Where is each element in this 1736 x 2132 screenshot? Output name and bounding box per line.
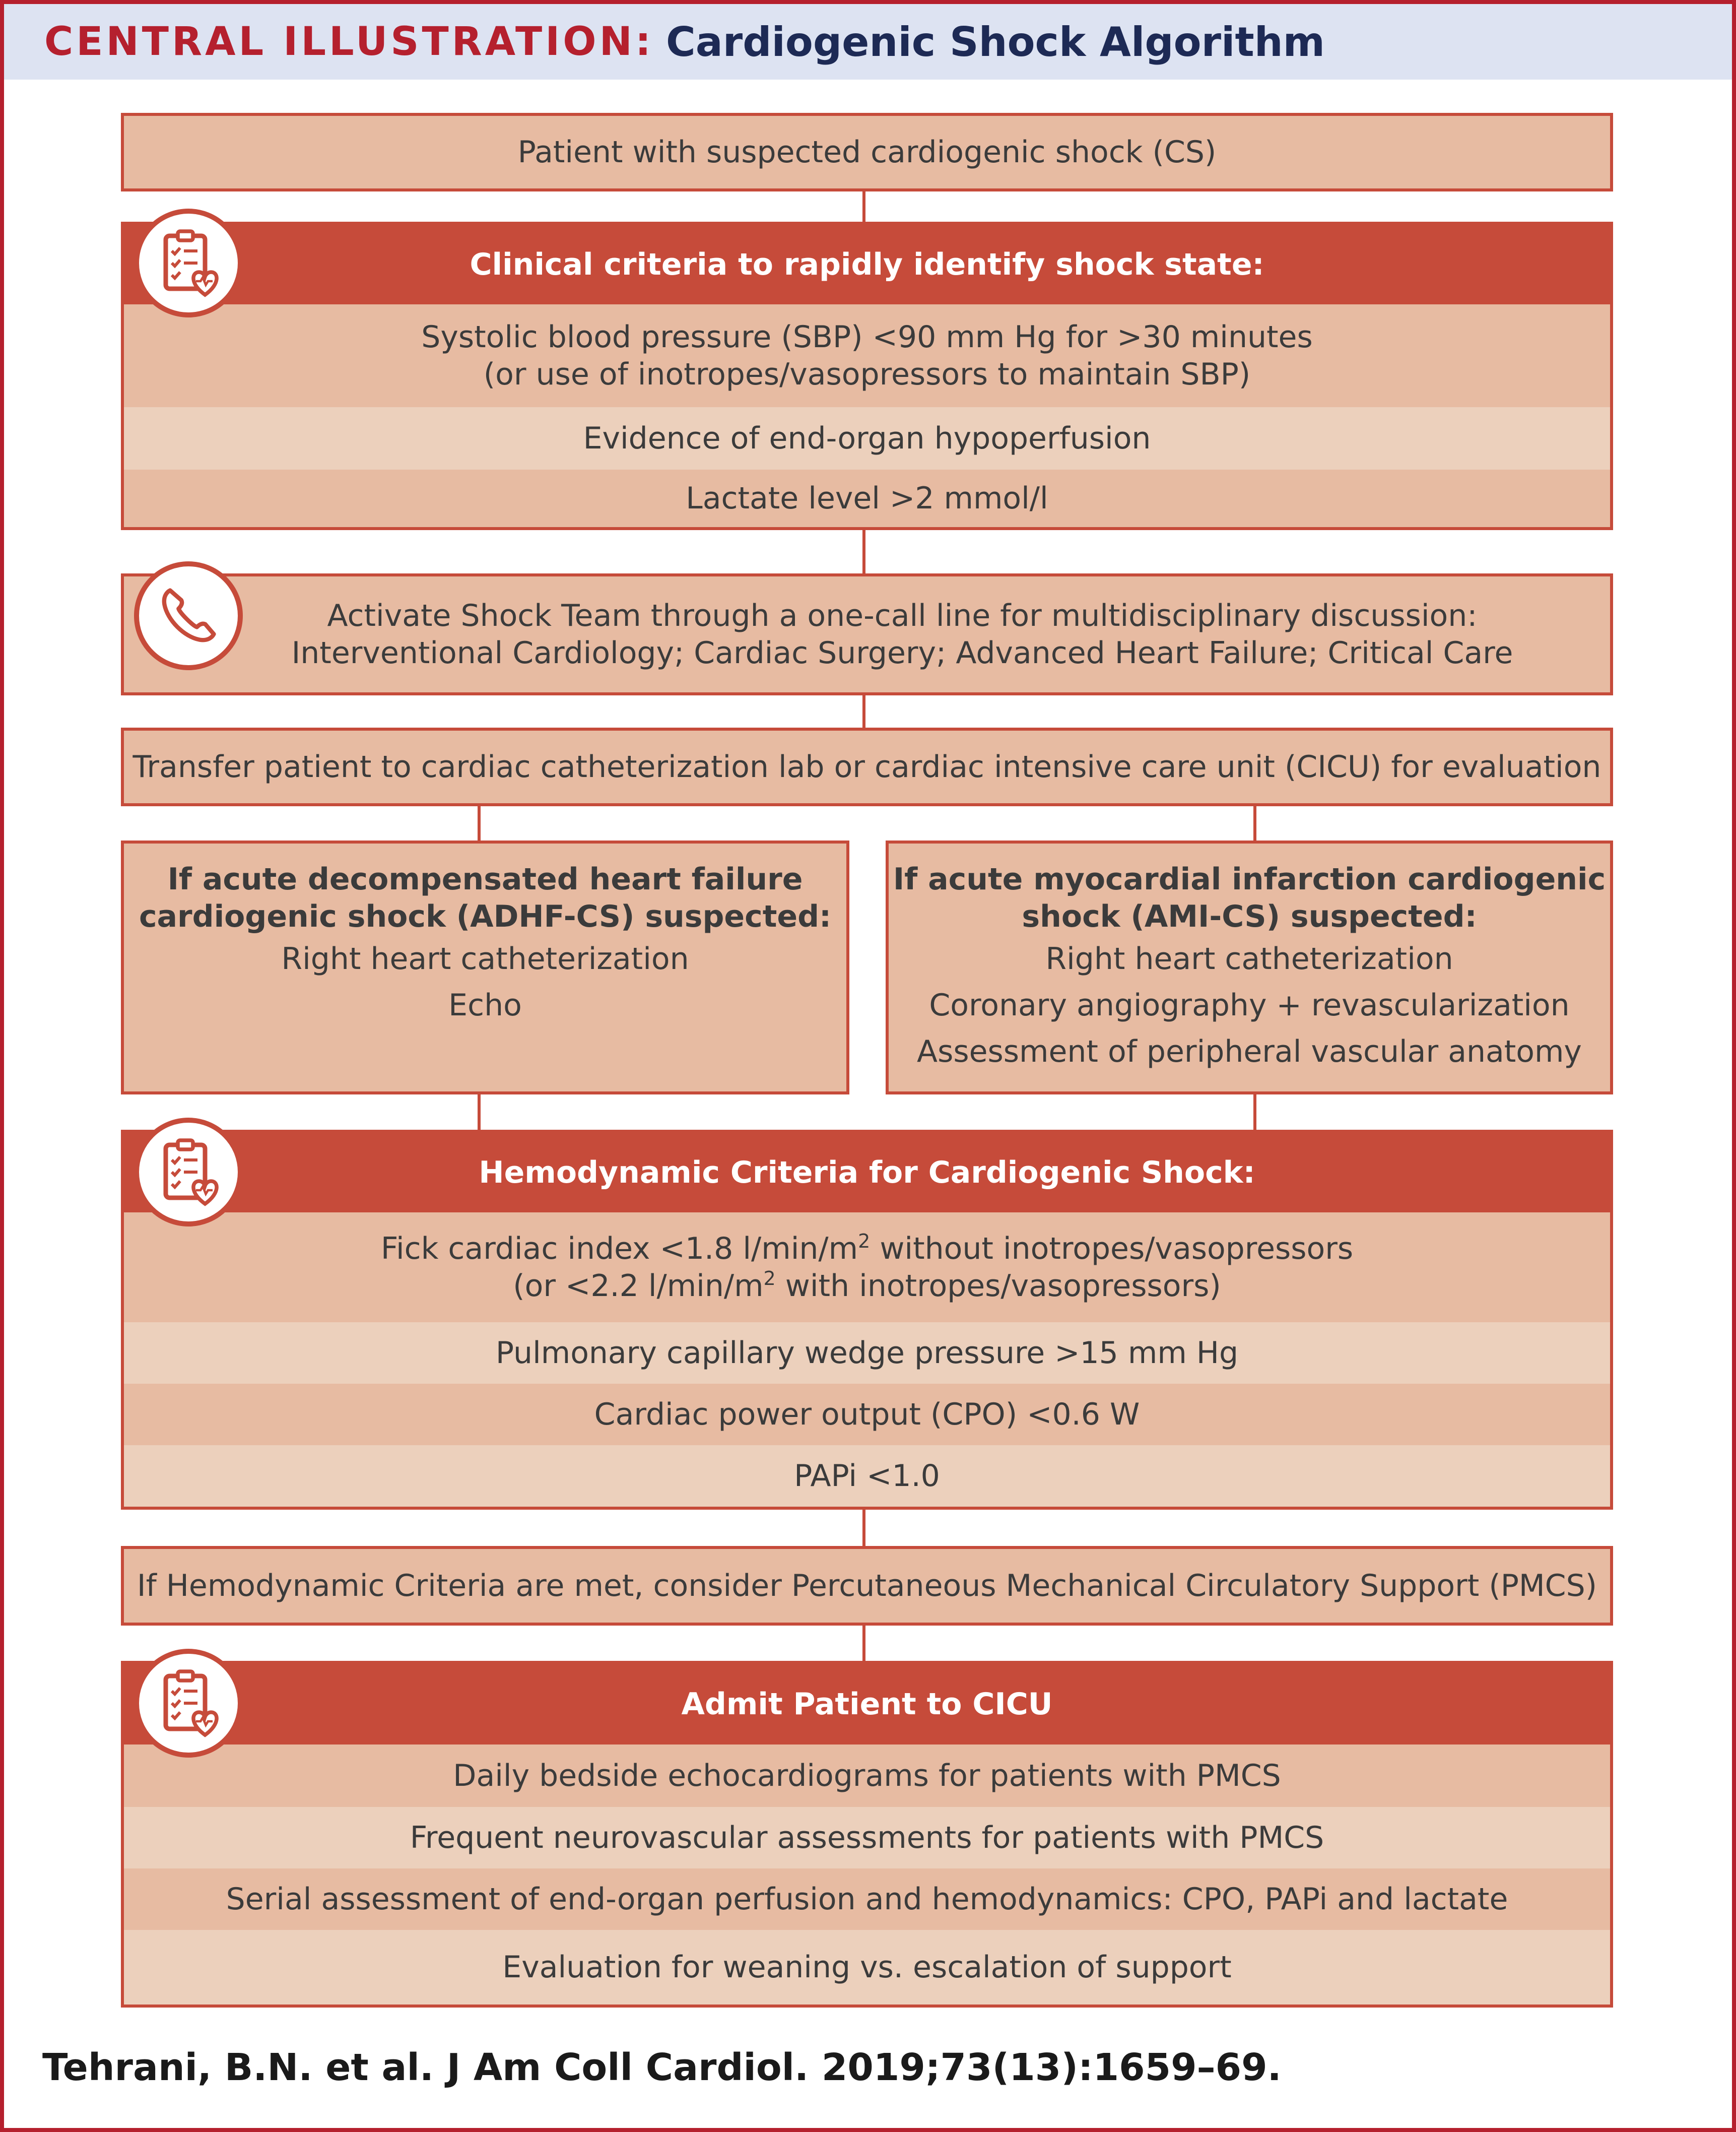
- hemodynamic-badge: [134, 1118, 243, 1226]
- connector: [478, 805, 481, 843]
- admit-cicu-group: Admit Patient to CICU Daily bedside echo…: [121, 1661, 1613, 2008]
- shock-team-box: Activate Shock Team through a one-call l…: [121, 573, 1613, 695]
- admit-row-text: Daily bedside echocardiograms for patien…: [453, 1758, 1281, 1793]
- ami-item: Coronary angiography + revascularization: [929, 988, 1570, 1023]
- clinical-row-hypoperfusion-text: Evidence of end-organ hypoperfusion: [583, 421, 1151, 456]
- clipboard-heart-icon: [163, 1138, 219, 1206]
- cardiac-index-line1-b: without inotropes/vasopressors: [870, 1231, 1354, 1266]
- admit-row: Daily bedside echocardiograms for patien…: [124, 1745, 1610, 1807]
- clinical-criteria-heading-text: Clinical criteria to rapidly identify sh…: [470, 247, 1264, 282]
- connector: [862, 1509, 865, 1548]
- admit-row: Frequent neurovascular assessments for p…: [124, 1807, 1610, 1868]
- clinical-row-lactate-text: Lactate level >2 mmol/l: [686, 481, 1048, 516]
- clinical-row-lactate: Lactate level >2 mmol/l: [124, 470, 1610, 527]
- cardiac-index-line2: (or <2.2 l/min/m2 with inotropes/vasopre…: [513, 1267, 1221, 1305]
- suspected-cs-box: Patient with suspected cardiogenic shock…: [121, 113, 1613, 191]
- admit-heading-text: Admit Patient to CICU: [681, 1687, 1053, 1722]
- admit-badge: [134, 1649, 243, 1758]
- cardiac-index-line1-a: Fick cardiac index <1.8 l/min/m: [380, 1231, 858, 1266]
- cardiac-index-line2-a: (or <2.2 l/min/m: [513, 1268, 764, 1304]
- pmcs-text: If Hemodynamic Criteria are met, conside…: [137, 1568, 1597, 1603]
- adhf-item: Right heart catheterization: [281, 941, 689, 977]
- transfer-text: Transfer patient to cardiac catheterizat…: [132, 749, 1601, 785]
- hemodynamic-row-papi: PAPi <1.0: [124, 1445, 1610, 1507]
- ami-cs-box: If acute myocardial infarction cardiogen…: [886, 841, 1613, 1094]
- clinical-row-hypoperfusion: Evidence of end-organ hypoperfusion: [124, 407, 1610, 470]
- connector: [862, 1625, 865, 1663]
- cardiac-index-line2-b: with inotropes/vasopressors): [775, 1268, 1221, 1304]
- hemodynamic-row-pcwp: Pulmonary capillary wedge pressure >15 m…: [124, 1322, 1610, 1384]
- cardiac-index-line1: Fick cardiac index <1.8 l/min/m2 without…: [381, 1230, 1353, 1267]
- admit-row: Serial assessment of end-organ perfusion…: [124, 1868, 1610, 1930]
- hemodynamic-heading: Hemodynamic Criteria for Cardiogenic Sho…: [124, 1133, 1610, 1212]
- connector: [1253, 1093, 1256, 1132]
- header-label: CENTRAL ILLUSTRATION:: [44, 19, 654, 64]
- header-band: CENTRAL ILLUSTRATION: Cardiogenic Shock …: [4, 4, 1732, 80]
- clinical-row-sbp: Systolic blood pressure (SBP) <90 mm Hg …: [124, 304, 1610, 407]
- clinical-row-sbp-line1: Systolic blood pressure (SBP) <90 mm Hg …: [421, 319, 1313, 355]
- hemodynamic-heading-text: Hemodynamic Criteria for Cardiogenic Sho…: [479, 1155, 1255, 1190]
- citation: Tehrani, B.N. et al. J Am Coll Cardiol. …: [42, 2046, 1282, 2089]
- connector: [1253, 805, 1256, 843]
- papi-text: PAPi <1.0: [794, 1458, 940, 1494]
- connector: [862, 693, 865, 729]
- ami-item: Assessment of peripheral vascular anatom…: [917, 1034, 1582, 1069]
- shock-team-line2: Interventional Cardiology; Cardiac Surge…: [291, 635, 1513, 671]
- connector: [862, 529, 865, 574]
- admit-row-text: Evaluation for weaning vs. escalation of…: [502, 1950, 1232, 1985]
- clipboard-heart-icon: [163, 229, 219, 297]
- phone-icon: [162, 588, 216, 642]
- header-title: Cardiogenic Shock Algorithm: [666, 18, 1325, 66]
- adhf-cs-box: If acute decompensated heart failure car…: [121, 841, 849, 1094]
- connector: [862, 190, 865, 222]
- adhf-item: Echo: [448, 988, 522, 1023]
- transfer-box: Transfer patient to cardiac catheterizat…: [121, 728, 1613, 806]
- shock-team-line1: Activate Shock Team through a one-call l…: [327, 598, 1478, 633]
- pmcs-box: If Hemodynamic Criteria are met, conside…: [121, 1546, 1613, 1626]
- clinical-badge: [134, 209, 243, 317]
- cpo-text: Cardiac power output (CPO) <0.6 W: [594, 1397, 1140, 1432]
- pcwp-text: Pulmonary capillary wedge pressure >15 m…: [495, 1335, 1239, 1371]
- clinical-criteria-group: Clinical criteria to rapidly identify sh…: [121, 222, 1613, 530]
- hemodynamic-row-cpo: Cardiac power output (CPO) <0.6 W: [124, 1384, 1610, 1445]
- suspected-cs-text: Patient with suspected cardiogenic shock…: [517, 135, 1217, 170]
- admit-heading: Admit Patient to CICU: [124, 1664, 1610, 1745]
- admit-row: Evaluation for weaning vs. escalation of…: [124, 1930, 1610, 2005]
- adhf-title-line2: cardiogenic shock (ADHF-CS) suspected:: [139, 899, 832, 934]
- hemodynamic-criteria-group: Hemodynamic Criteria for Cardiogenic Sho…: [121, 1130, 1613, 1510]
- clinical-criteria-heading: Clinical criteria to rapidly identify sh…: [124, 225, 1610, 304]
- superscript-2: 2: [858, 1230, 871, 1252]
- shock-team-badge: [134, 561, 243, 670]
- connector: [478, 1093, 481, 1132]
- adhf-title-line1: If acute decompensated heart failure: [167, 862, 803, 897]
- ami-title-line2: shock (AMI-CS) suspected:: [1022, 899, 1477, 934]
- hemodynamic-row-cardiac-index: Fick cardiac index <1.8 l/min/m2 without…: [124, 1212, 1610, 1322]
- clipboard-heart-icon: [163, 1669, 219, 1737]
- admit-row-text: Frequent neurovascular assessments for p…: [410, 1820, 1324, 1855]
- ami-item: Right heart catheterization: [1045, 941, 1453, 977]
- superscript-2: 2: [763, 1267, 776, 1289]
- ami-title-line1: If acute myocardial infarction cardiogen…: [893, 862, 1606, 897]
- clinical-row-sbp-line2: (or use of inotropes/vasopressors to mai…: [483, 357, 1251, 392]
- admit-row-text: Serial assessment of end-organ perfusion…: [226, 1882, 1508, 1917]
